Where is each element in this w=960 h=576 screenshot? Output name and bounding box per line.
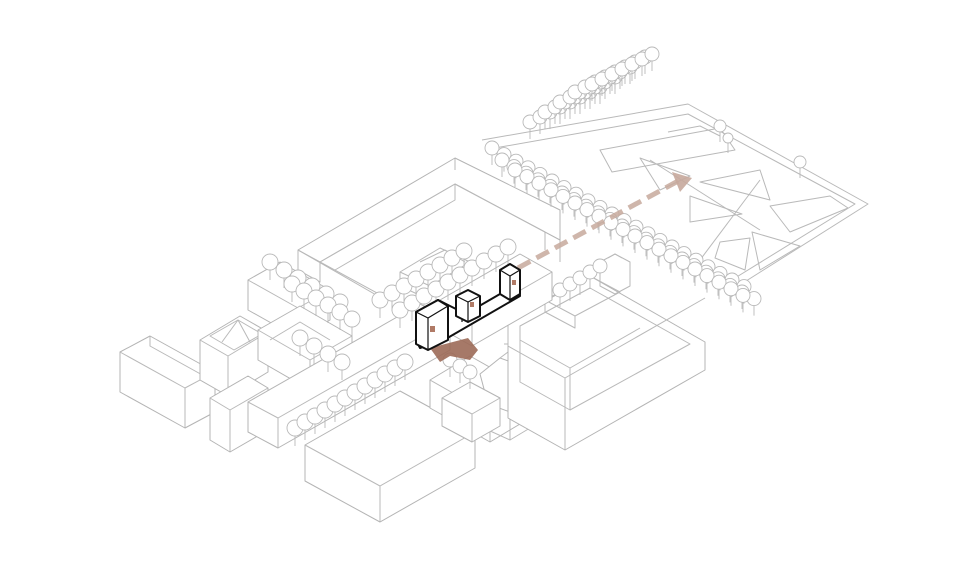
tree [711,274,727,300]
tree [735,287,751,313]
tree [793,155,807,178]
tree [555,188,571,214]
tree [567,195,583,220]
tree [305,337,323,364]
tree [391,301,409,328]
tree [713,119,727,142]
tree [396,353,414,380]
dashed-axis-arrow [516,177,682,271]
tree [723,281,739,306]
tree [699,268,715,293]
tree [333,353,351,380]
tree [592,258,608,283]
entry-arrow [430,338,478,362]
tree [675,254,691,280]
circulation-arrows [430,172,692,362]
context-buildings [119,103,869,523]
tree [519,169,535,194]
tree [722,132,734,153]
tree [291,329,309,356]
tree [455,242,473,269]
tree [663,248,679,273]
tree [627,228,643,253]
tree [543,182,559,207]
tree [484,140,500,165]
tree [579,202,595,227]
tree [531,175,547,201]
tree [261,253,279,280]
highlight-left-block [415,299,449,351]
tree [507,162,523,187]
front-block [304,390,476,523]
tree [475,252,493,279]
tree [687,261,703,286]
highlighted-building [415,263,521,351]
tree [746,291,762,316]
window-accent [430,326,435,332]
tree [639,235,655,260]
tree [615,221,631,247]
tree [431,256,449,283]
window-accent [470,302,474,307]
tree [499,238,517,265]
tree [343,310,361,337]
tree [307,289,325,316]
tree [644,46,660,71]
tree [319,345,337,372]
tree [494,152,510,177]
tree [487,245,505,272]
tree [443,249,461,276]
axis-arrowhead [672,172,692,192]
tree [462,364,478,389]
tree [584,76,600,101]
tree [651,241,667,267]
window-accent [512,280,516,285]
